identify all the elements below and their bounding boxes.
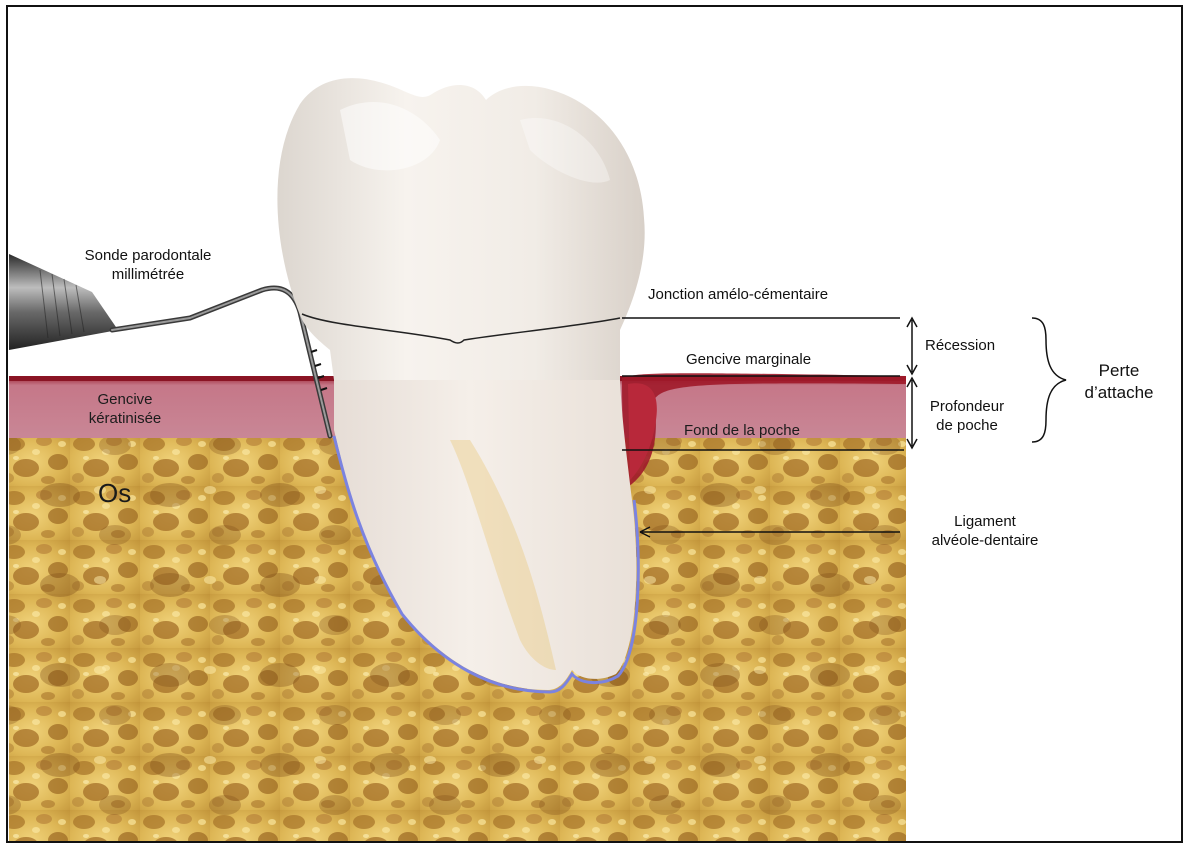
attachment-loss-label-line-1: Perte bbox=[1068, 360, 1170, 382]
probe-label-line-2: millimétrée bbox=[68, 265, 228, 284]
attachment-loss-label-line-2: d’attache bbox=[1068, 382, 1170, 404]
pocket-depth-label-line-2: de poche bbox=[918, 416, 1016, 435]
keratinized-gum-label-line-1: Gencive bbox=[70, 390, 180, 409]
ligament-label: Ligament alvéole-dentaire bbox=[918, 512, 1052, 550]
marginal-gum-label: Gencive marginale bbox=[686, 350, 811, 369]
keratinized-gum-label-line-2: kératinisée bbox=[70, 409, 180, 428]
bone-label: Os bbox=[98, 478, 131, 508]
ligament-label-line-1: Ligament bbox=[918, 512, 1052, 531]
cej-label: Jonction amélo-cémentaire bbox=[648, 285, 828, 304]
probe-label: Sonde parodontale millimétrée bbox=[68, 246, 228, 284]
probe-label-line-1: Sonde parodontale bbox=[68, 246, 228, 265]
attachment-loss-label: Perte d’attache bbox=[1068, 360, 1170, 404]
keratinized-gum-label: Gencive kératinisée bbox=[70, 390, 180, 428]
pocket-depth-label: Profondeur de poche bbox=[918, 397, 1016, 435]
recession-label: Récession bbox=[925, 336, 995, 355]
pocket-depth-label-line-1: Profondeur bbox=[918, 397, 1016, 416]
ligament-label-line-2: alvéole-dentaire bbox=[918, 531, 1052, 550]
pocket-floor-label: Fond de la poche bbox=[684, 421, 800, 440]
